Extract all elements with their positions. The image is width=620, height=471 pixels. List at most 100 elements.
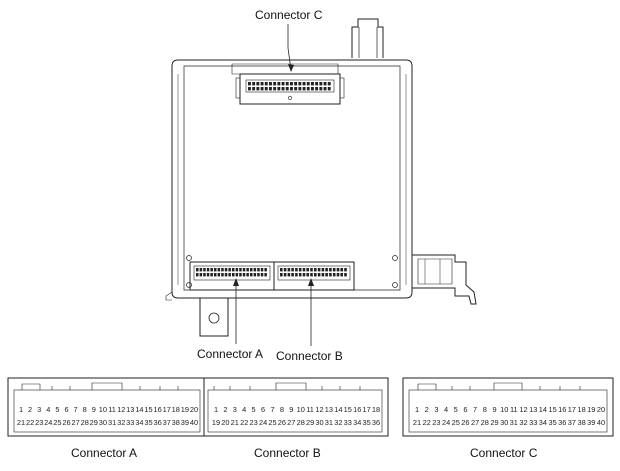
module-connector-b-pin-cell	[280, 268, 283, 272]
module-connector-b-pin-cell	[317, 268, 321, 272]
module-connector-b-pin-cell	[310, 273, 313, 277]
arrow-connector-a	[233, 278, 239, 286]
connector-c-pin-32: 32	[519, 418, 527, 427]
module-connector-c-pin-cell	[294, 87, 298, 91]
module-connector-b-pin-cell	[340, 268, 343, 272]
connector-b-pin-28: 28	[297, 418, 305, 427]
module-connector-c-pin-cell	[264, 82, 268, 86]
connector-a-pin-35: 35	[144, 418, 152, 427]
connector-c-pin-30: 30	[500, 418, 508, 427]
module-connector-a-pin-cell	[257, 268, 260, 272]
connector-b-pin-36: 36	[372, 418, 380, 427]
module-connector-c-pin-cell	[277, 87, 281, 91]
module-connector-b-pin-cell	[298, 273, 302, 277]
connector-c-pin-38: 38	[577, 418, 585, 427]
connector-b-pin-25: 25	[268, 418, 276, 427]
connector-c-pin-9: 9	[492, 405, 496, 414]
module-connector-c-pin-cell	[256, 87, 260, 91]
connector-a-pin-27: 27	[71, 418, 79, 427]
module-connector-c-pin-cell	[302, 82, 306, 86]
module-connector-b-pin-cell	[344, 273, 347, 277]
connector-c-pin-8: 8	[483, 405, 487, 414]
module-connector-a-pin-cell	[217, 273, 221, 277]
connector-c-pin-22: 22	[423, 418, 431, 427]
module-connector-b-pin-cell	[329, 273, 332, 277]
connector-a-pin-34: 34	[135, 418, 143, 427]
module-connector-a-pin-cell	[264, 273, 267, 277]
module-connector-b-pin-cell	[306, 268, 309, 272]
connector-b-pin-12: 12	[315, 405, 323, 414]
connector-b-pin-26: 26	[278, 418, 286, 427]
module-connector-b-pin-cell	[283, 268, 287, 272]
module-connector-a-pin-cell	[242, 273, 246, 277]
connector-b-pin-1: 1	[214, 405, 218, 414]
module-connector-b-pin-cell	[332, 268, 336, 272]
connector-b-pin-31: 31	[325, 418, 333, 427]
connector-c-pin-26: 26	[461, 418, 469, 427]
connector-c-pin-6: 6	[463, 405, 467, 414]
connector-c-pin-15: 15	[548, 405, 556, 414]
module-connector-b-pin-cell	[332, 273, 336, 277]
connector-c-pin-40: 40	[597, 418, 605, 427]
module-connector-c-pin-cell	[260, 87, 264, 91]
connector-c-pin-2: 2	[425, 405, 429, 414]
module-connector-ab-pins	[196, 268, 347, 277]
module-connector-a-pin-cell	[228, 268, 231, 272]
module-connector-a-pin-cell	[250, 268, 253, 272]
connector-c-pin-4: 4	[444, 405, 448, 414]
module-connector-b-pin-cell	[336, 268, 340, 272]
connector-a-pin-16: 16	[153, 405, 161, 414]
module-connector-b-pin-cell	[344, 268, 347, 272]
connector-c-pin-12: 12	[519, 405, 527, 414]
module-connector-a-pin-cell	[206, 268, 210, 272]
connector-a-pin-23: 23	[35, 418, 43, 427]
module-connector-b-pin-cell	[291, 273, 294, 277]
module-connector-c-pin-cell	[260, 82, 264, 86]
connector-a-pin-15: 15	[144, 405, 152, 414]
connector-b-pin-8: 8	[280, 405, 284, 414]
connector-a-pin-38: 38	[172, 418, 180, 427]
connector-a-pin-28: 28	[81, 418, 89, 427]
arrow-connector-c	[288, 64, 294, 72]
module-connector-a-pin-cell	[242, 268, 246, 272]
module-connector-a-pin-cell	[214, 268, 217, 272]
module-connector-a-pin-cell	[253, 268, 257, 272]
module-connector-b-pin-cell	[283, 273, 287, 277]
module-connector-c-pin-cell	[306, 82, 310, 86]
module-connector-a-pin-cell	[203, 268, 206, 272]
module-connector-a-pin-cell	[206, 273, 210, 277]
connector-b-pin-5: 5	[252, 405, 256, 414]
connector-b-pin-21: 21	[231, 418, 239, 427]
module-connector-c-pin-cell	[302, 87, 306, 91]
connector-c-pin-20: 20	[597, 405, 605, 414]
connector-a-pin-7: 7	[74, 405, 78, 414]
module-connector-c-pin-cell	[319, 82, 323, 86]
module-connector-a-pin-cell	[239, 268, 242, 272]
connector-a-pin-25: 25	[53, 418, 61, 427]
connector-b-pin-29: 29	[306, 418, 314, 427]
module-connector-a-pin-cell	[217, 268, 221, 272]
connector-a-pin-37: 37	[163, 418, 171, 427]
module-connector-b-pin-cell	[280, 273, 283, 277]
connector-b-pin-23: 23	[249, 418, 257, 427]
connector-b-pin-2: 2	[223, 405, 227, 414]
module-connector-b-pin-cell	[314, 268, 317, 272]
module-connector-c	[235, 73, 345, 105]
module-connector-c-pin-cell	[252, 82, 256, 86]
connector-b-pin-4: 4	[242, 405, 246, 414]
module-connector-b-pin-cell	[302, 273, 306, 277]
connector-b-pin-10: 10	[297, 405, 305, 414]
module-connector-a-pin-cell	[203, 273, 206, 277]
connector-c-pin-34: 34	[539, 418, 547, 427]
module-connector-c-pin-cell	[264, 87, 268, 91]
connector-a-pin-12: 12	[117, 405, 125, 414]
module-connector-a-pin-cell	[232, 273, 235, 277]
module-connector-b-pin-cell	[325, 268, 328, 272]
connector-b-pin-34: 34	[353, 418, 361, 427]
connector-a-pin-32: 32	[117, 418, 125, 427]
module-connector-a-pin-cell	[232, 268, 235, 272]
connector-c-pin-10: 10	[500, 405, 508, 414]
module-connector-a-pin-cell	[246, 273, 249, 277]
connector-c-pin-18: 18	[577, 405, 585, 414]
